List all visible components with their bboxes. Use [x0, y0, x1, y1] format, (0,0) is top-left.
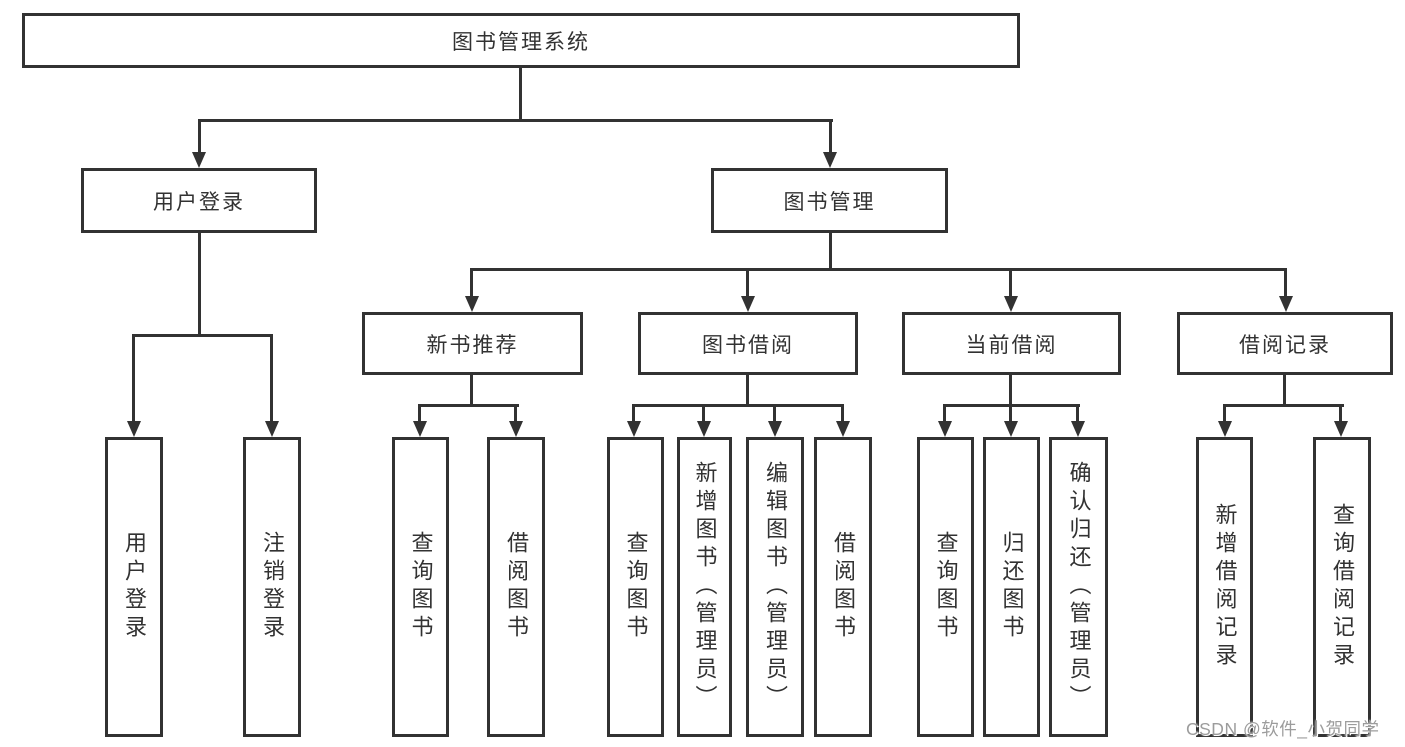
connector-line [1339, 404, 1342, 423]
connector-line [773, 404, 776, 423]
connector-line [1223, 404, 1226, 423]
node-bw-edit-books-admin: 编辑图书（管理员） [746, 437, 804, 737]
node-logout-label: 注销登录 [260, 531, 285, 643]
connector-line [514, 404, 517, 423]
node-cur-confirm-return-admin: 确认归还（管理员） [1049, 437, 1108, 737]
connector-line [198, 119, 833, 122]
node-nb-borrow-books: 借阅图书 [487, 437, 545, 737]
node-library-system-label: 图书管理系统 [452, 30, 590, 54]
node-library-system: 图书管理系统 [22, 13, 1020, 68]
connector-line [198, 119, 201, 154]
connector-line [198, 233, 201, 336]
connector-line [470, 268, 1287, 271]
node-bw-borrow-books-label: 借阅图书 [831, 531, 856, 643]
arrowhead-icon [741, 296, 755, 312]
connector-line [632, 404, 844, 407]
connector-line [1283, 375, 1286, 406]
node-nb-query-books: 查询图书 [392, 437, 449, 737]
connector-line [519, 67, 522, 121]
node-login: 用户登录 [105, 437, 163, 737]
node-book-management: 图书管理 [711, 168, 948, 233]
connector-line [132, 334, 273, 337]
node-bw-query-books: 查询图书 [607, 437, 664, 737]
node-logout: 注销登录 [243, 437, 301, 737]
node-current-borrow-label: 当前借阅 [965, 333, 1058, 357]
node-borrow-records: 借阅记录 [1177, 312, 1393, 375]
connector-line [419, 404, 519, 407]
node-rec-add-record-label: 新增借阅记录 [1212, 503, 1238, 671]
arrowhead-icon [697, 421, 711, 437]
node-cur-return-books: 归还图书 [983, 437, 1040, 737]
arrowhead-icon [627, 421, 641, 437]
arrowhead-icon [509, 421, 523, 437]
arrowhead-icon [823, 152, 837, 168]
connector-line [132, 334, 135, 423]
connector-line [829, 119, 832, 154]
node-user-login-label: 用户登录 [153, 190, 245, 214]
arrowhead-icon [938, 421, 952, 437]
node-cur-confirm-return-admin-label: 确认归还（管理员） [1066, 461, 1092, 713]
node-bw-add-books-admin-label: 新增图书（管理员） [692, 461, 718, 713]
arrowhead-icon [768, 421, 782, 437]
arrowhead-icon [1218, 421, 1232, 437]
node-login-label: 用户登录 [122, 531, 147, 643]
node-nb-query-books-label: 查询图书 [408, 531, 434, 643]
node-cur-query-books-label: 查询图书 [933, 531, 959, 643]
arrowhead-icon [1004, 421, 1018, 437]
connector-line [270, 334, 273, 423]
arrowhead-icon [1071, 421, 1085, 437]
connector-line [1284, 268, 1287, 298]
connector-line [1223, 404, 1344, 407]
node-book-borrow: 图书借阅 [638, 312, 858, 375]
connector-line [1076, 404, 1079, 423]
node-rec-query-record-label: 查询借阅记录 [1330, 503, 1355, 671]
node-new-book-recommend-label: 新书推荐 [426, 333, 519, 357]
arrowhead-icon [1004, 296, 1018, 312]
node-rec-query-record: 查询借阅记录 [1313, 437, 1371, 737]
connector-line [746, 375, 749, 406]
connector-line [1009, 268, 1012, 298]
arrowhead-icon [465, 296, 479, 312]
connector-line [418, 404, 421, 423]
arrowhead-icon [413, 421, 427, 437]
arrowhead-icon [1334, 421, 1348, 437]
node-book-management-label: 图书管理 [783, 190, 876, 214]
csdn-watermark: CSDN @软件_小贺同学 [1186, 719, 1380, 739]
connector-line [632, 404, 635, 423]
connector-line [470, 268, 473, 298]
connector-line [841, 404, 844, 423]
node-borrow-records-label: 借阅记录 [1239, 333, 1331, 357]
node-bw-query-books-label: 查询图书 [623, 531, 649, 643]
connector-line [943, 404, 946, 423]
arrowhead-icon [192, 152, 206, 168]
node-new-book-recommend: 新书推荐 [362, 312, 583, 375]
node-cur-return-books-label: 归还图书 [999, 531, 1025, 643]
connector-line [470, 375, 473, 406]
connector-line [1009, 375, 1012, 406]
arrowhead-icon [265, 421, 279, 437]
node-user-login: 用户登录 [81, 168, 317, 233]
connector-line [829, 233, 832, 270]
node-rec-add-record: 新增借阅记录 [1196, 437, 1253, 737]
connector-line [1009, 404, 1012, 423]
node-current-borrow: 当前借阅 [902, 312, 1121, 375]
arrowhead-icon [836, 421, 850, 437]
arrowhead-icon [1279, 296, 1293, 312]
node-nb-borrow-books-label: 借阅图书 [504, 531, 529, 643]
connector-line [702, 404, 705, 423]
node-cur-query-books: 查询图书 [917, 437, 974, 737]
node-bw-edit-books-admin-label: 编辑图书（管理员） [763, 461, 788, 713]
node-bw-add-books-admin: 新增图书（管理员） [677, 437, 732, 737]
node-book-borrow-label: 图书借阅 [702, 333, 794, 357]
arrowhead-icon [127, 421, 141, 437]
connector-line [746, 268, 749, 298]
node-bw-borrow-books: 借阅图书 [814, 437, 872, 737]
